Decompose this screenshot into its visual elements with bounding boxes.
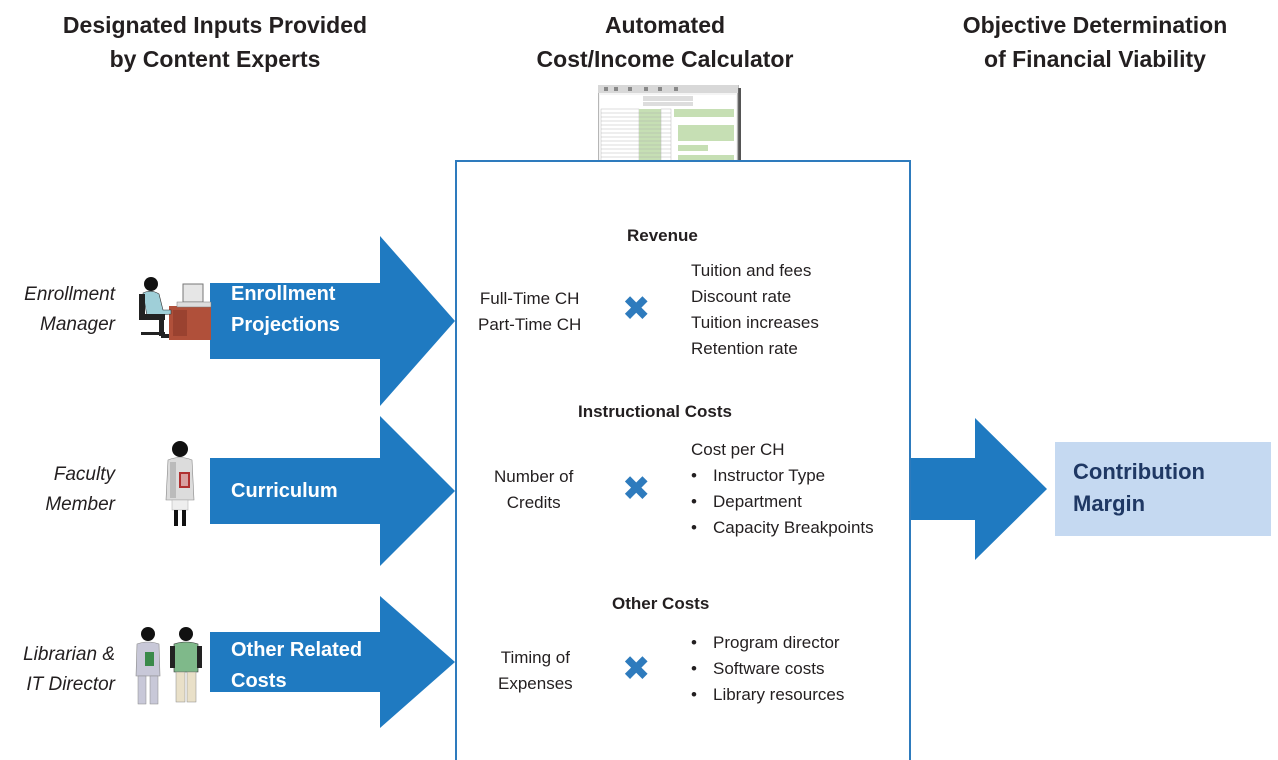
inputs-header: Designated Inputs Provided by Content Ex… (20, 8, 410, 76)
role-librarian-line-1: Librarian & (23, 644, 115, 665)
revenue-right-line-3: Tuition increases (691, 313, 819, 332)
role-enrollment-manager: Enrollment Manager (5, 280, 115, 340)
curriculum-arrow-line-1: Curriculum (231, 480, 338, 502)
revenue-right-line-1: Tuition and fees (691, 261, 812, 280)
two-people-icon (135, 627, 202, 705)
other-costs-arrow-label: Other Related Costs (231, 635, 362, 697)
role-enrollment-line-2: Manager (40, 314, 115, 335)
other-costs-arrow-line-2: Costs (231, 670, 287, 692)
person-at-computer-icon (139, 277, 212, 340)
person-holding-book-icon (165, 441, 195, 526)
role-faculty-member: Faculty Member (5, 460, 115, 520)
other-left-line-1: Timing of (500, 648, 570, 667)
cost-per-ch: Cost per CH (691, 440, 785, 459)
enrollment-arrow (210, 236, 455, 406)
revenue-right: Tuition and fees Discount rate Tuition i… (691, 258, 819, 362)
instructional-bullet: Capacity Breakpoints (691, 515, 874, 541)
enrollment-arrow-label: Enrollment Projections (231, 279, 340, 341)
revenue-left-line-2: Part-Time CH (478, 315, 582, 334)
enrollment-arrow-line-2: Projections (231, 314, 340, 336)
instructional-left-line-1: Number of (494, 467, 574, 486)
revenue-left: Full-Time CH Part-Time CH (478, 286, 581, 338)
other-left-line-2: Expenses (498, 674, 573, 693)
calculator-header-line-1: Automated (604, 12, 726, 38)
objective-header: Objective Determination of Financial Via… (900, 8, 1278, 76)
contribution-margin-box: Contribution Margin (1055, 442, 1271, 536)
result-line-1: Contribution (1073, 459, 1205, 484)
instructional-costs-title: Instructional Costs (578, 402, 732, 421)
revenue-right-line-4: Retention rate (691, 339, 798, 358)
other-bullet: Software costs (691, 656, 844, 682)
other-left: Timing of Expenses (498, 645, 573, 697)
revenue-left-line-1: Full-Time CH (479, 289, 580, 308)
calculator-header: Automated Cost/Income Calculator (470, 8, 860, 76)
result-line-2: Margin (1073, 491, 1146, 516)
revenue-title: Revenue (627, 226, 698, 245)
other-costs-arrow-line-1: Other Related (231, 639, 363, 661)
instructional-left: Number of Credits (494, 464, 573, 516)
curriculum-arrow-label: Curriculum (231, 476, 338, 507)
objective-header-line-2: of Financial Viability (984, 46, 1206, 72)
instructional-left-line-2: Credits (506, 493, 561, 512)
role-librarian-it-director: Librarian & IT Director (5, 640, 115, 700)
other-costs-title: Other Costs (612, 594, 710, 613)
role-faculty-line-1: Faculty (53, 464, 115, 485)
other-right: Program director Software costs Library … (691, 630, 844, 708)
multiply-icon: ✖ (622, 290, 651, 328)
instructional-bullet: Instructor Type (691, 463, 874, 489)
revenue-right-line-2: Discount rate (691, 287, 792, 306)
instructional-bullet: Department (691, 489, 874, 515)
instructional-right: Cost per CH Instructor Type Department C… (691, 437, 874, 541)
other-costs-arrow (210, 596, 455, 728)
multiply-icon: ✖ (622, 470, 651, 508)
other-bullet: Library resources (691, 682, 844, 708)
role-librarian-line-2: IT Director (26, 674, 115, 695)
output-arrow (911, 418, 1047, 560)
inputs-header-line-1: Designated Inputs Provided (62, 12, 368, 38)
role-faculty-line-2: Member (45, 494, 115, 515)
other-bullet: Program director (691, 630, 844, 656)
multiply-icon: ✖ (622, 650, 651, 688)
calculator-header-line-2: Cost/Income Calculator (536, 46, 794, 72)
enrollment-arrow-line-1: Enrollment (231, 283, 336, 305)
objective-header-line-1: Objective Determination (962, 12, 1228, 38)
role-enrollment-line-1: Enrollment (24, 284, 115, 305)
inputs-header-line-2: by Content Experts (109, 46, 321, 72)
curriculum-arrow (210, 416, 455, 566)
